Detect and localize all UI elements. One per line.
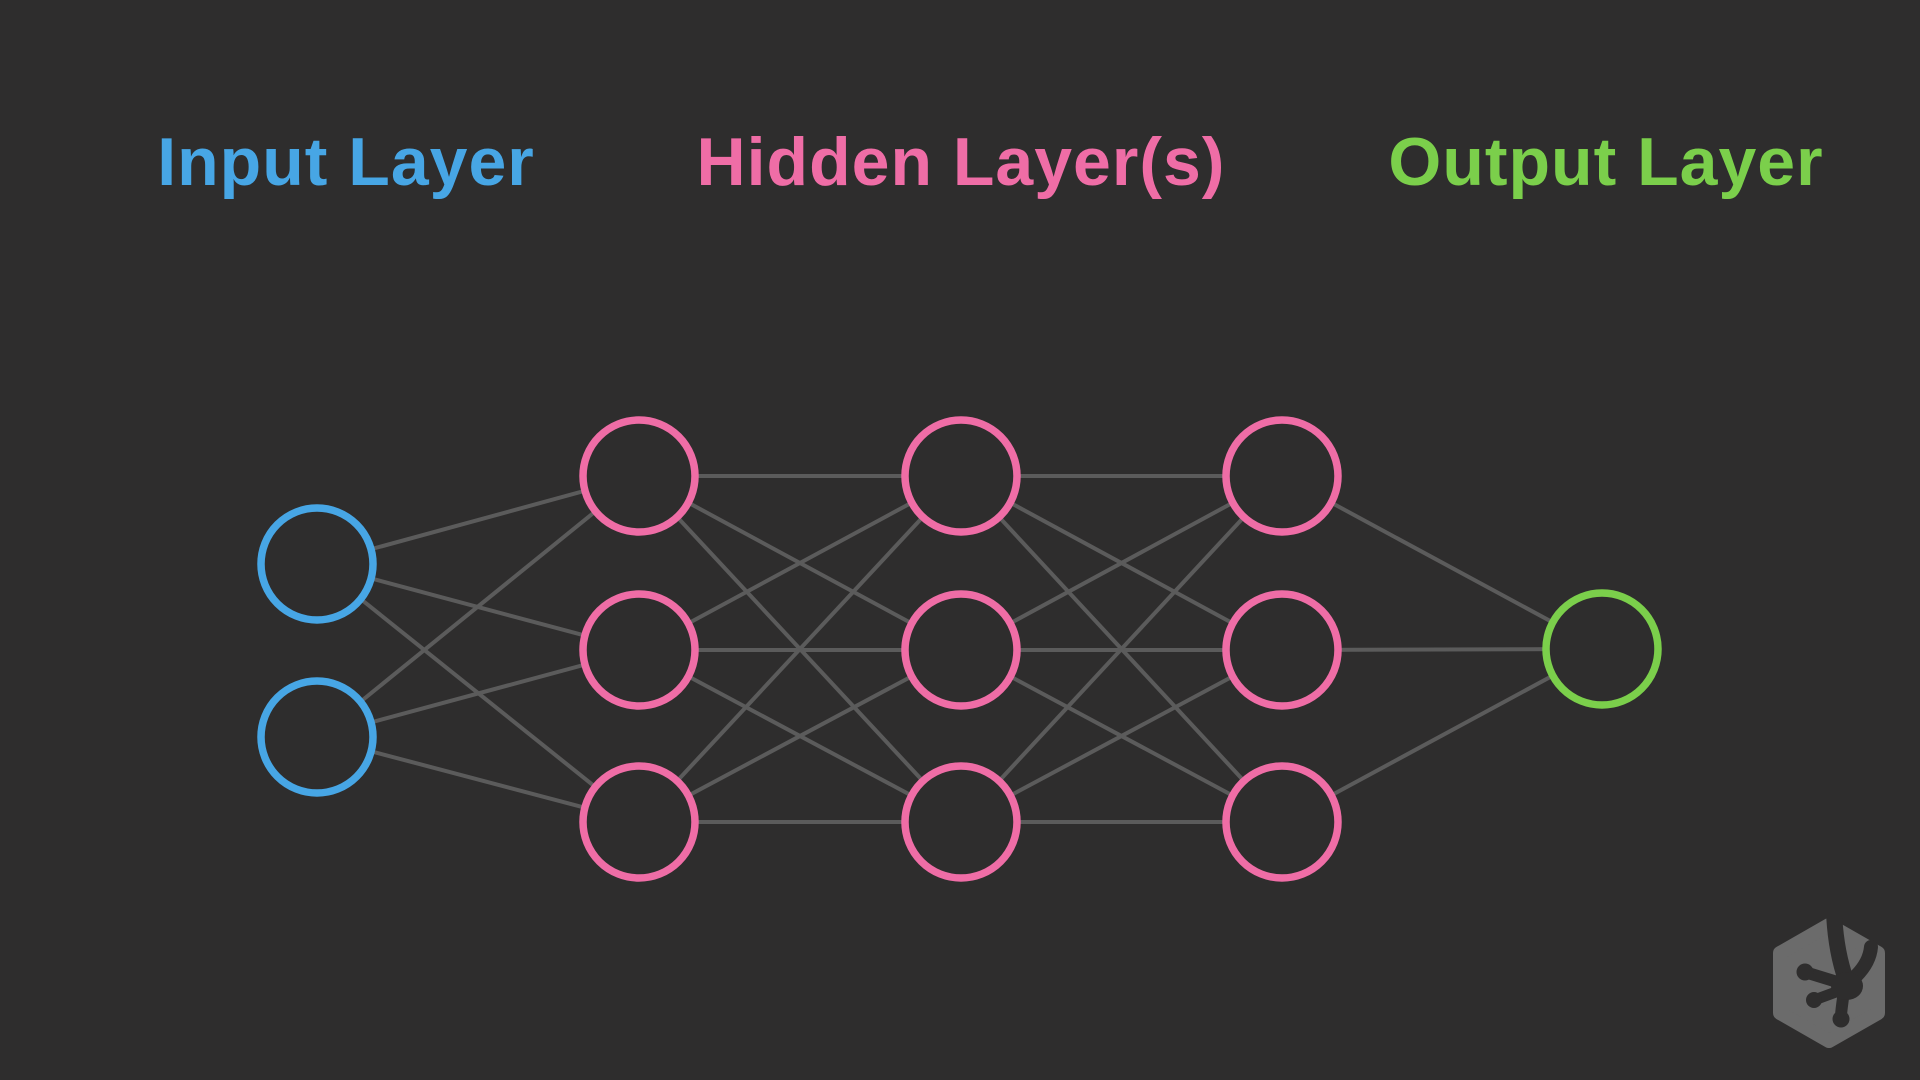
input-layer-node-1 (257, 504, 377, 624)
hidden-layer-3-node-3 (1222, 762, 1342, 882)
nodes-group (257, 416, 1662, 882)
hidden-layer-1-node-1 (579, 416, 699, 536)
edge-hidden-layer-2-3-to-hidden-layer-3-1 (959, 474, 1284, 824)
edge-hidden-layer-1-3-to-hidden-layer-2-2 (638, 648, 962, 824)
hidden-layer-2-node-3 (901, 762, 1021, 882)
hidden-layer-1-node-2 (579, 590, 699, 710)
treehouse-logo-icon (1773, 918, 1885, 1048)
input-layer-node-2 (257, 677, 377, 797)
hidden-layer-2-node-2 (901, 590, 1021, 710)
edge-hidden-layer-1-3-to-hidden-layer-2-1 (637, 474, 963, 824)
hidden-layer-3-node-1 (1222, 416, 1342, 536)
hidden-layer-1-node-3 (579, 762, 699, 882)
edge-hidden-layer-3-3-to-output-layer-1 (1281, 647, 1603, 824)
edge-hidden-layer-2-2-to-hidden-layer-3-1 (960, 474, 1283, 652)
output-layer-node-1 (1542, 589, 1662, 709)
edge-hidden-layer-3-1-to-output-layer-1 (1281, 474, 1603, 651)
hidden-layer-label: Hidden Layer(s) (696, 124, 1226, 200)
hidden-layer-3-node-2 (1222, 590, 1342, 710)
input-layer-label: Input Layer (157, 124, 535, 200)
edge-hidden-layer-2-3-to-hidden-layer-3-2 (960, 648, 1283, 824)
output-layer-label: Output Layer (1388, 124, 1824, 200)
edge-hidden-layer-1-2-to-hidden-layer-2-1 (638, 474, 962, 652)
edge-input-layer-2-to-hidden-layer-1-1 (315, 474, 641, 739)
hidden-layer-2-node-1 (901, 416, 1021, 536)
